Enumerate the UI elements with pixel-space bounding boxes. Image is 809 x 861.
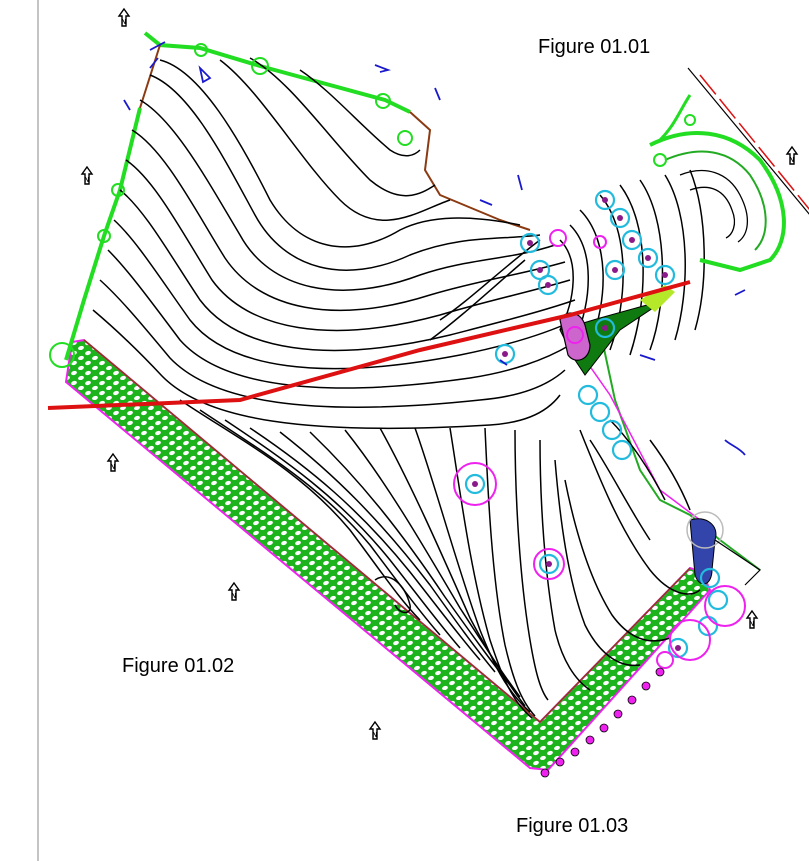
- figure-label-01-01: Figure 01.01: [538, 36, 651, 58]
- figure-label-01-02: Figure 01.02: [122, 655, 235, 677]
- ne-parcel: [649, 67, 809, 273]
- yellow-green-patch: [640, 285, 675, 312]
- figure-label-01-03: Figure 01.03: [516, 815, 629, 837]
- road-centerline: [47, 280, 691, 410]
- se-cove-feature: [686, 511, 761, 586]
- blue-marks: [123, 41, 746, 456]
- marker-dots: [472, 197, 681, 651]
- buffer-strip-inner-edge: [83, 339, 691, 724]
- site-boundary-brown: [139, 44, 531, 231]
- site-boundary-magenta: [574, 344, 701, 521]
- tree-markers-magenta: [453, 229, 746, 669]
- tree-markers-green: [49, 43, 696, 368]
- site-boundary-east: [599, 329, 761, 571]
- detention-area: [559, 312, 591, 361]
- tree-markers-cyan: [464, 189, 729, 659]
- planting-row: [540, 667, 665, 778]
